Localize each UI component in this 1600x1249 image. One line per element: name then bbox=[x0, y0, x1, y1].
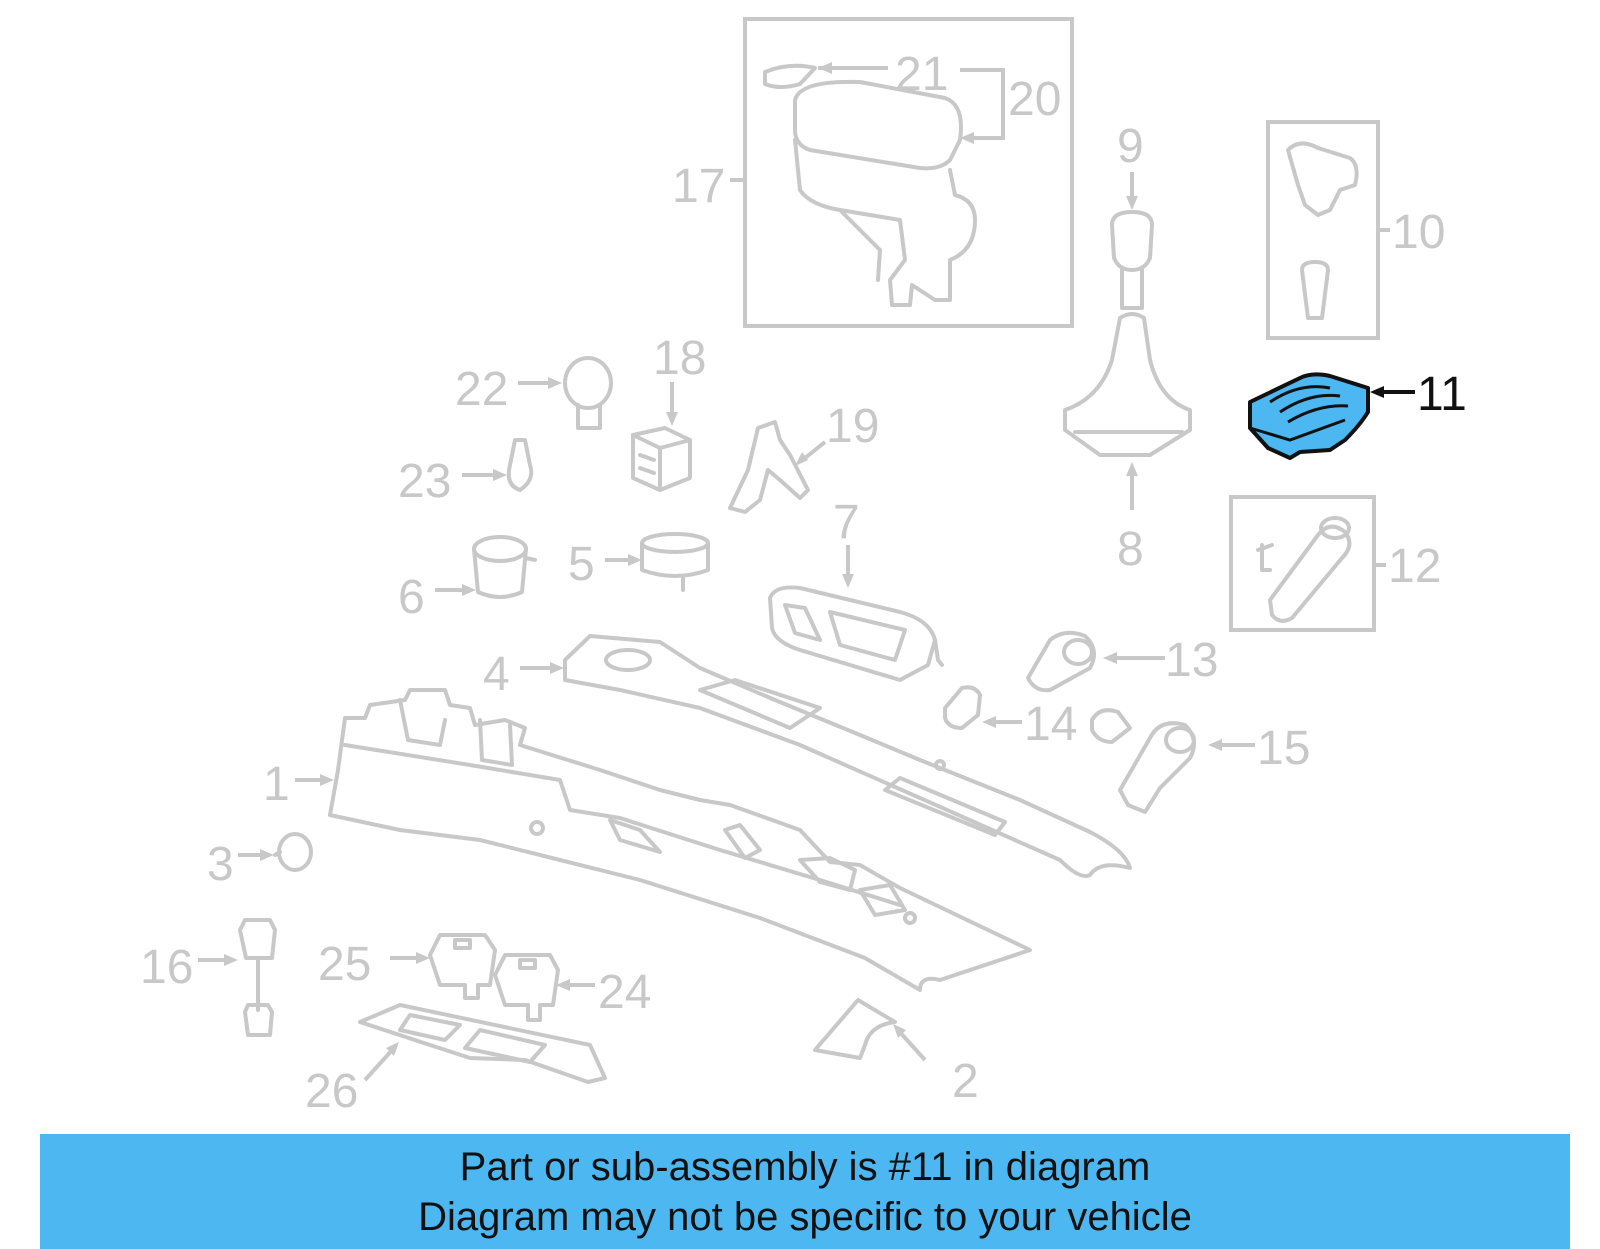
callout-3: 3 bbox=[207, 838, 234, 891]
callout-12: 12 bbox=[1388, 540, 1441, 593]
callout-13: 13 bbox=[1165, 634, 1218, 687]
callout-21: 21 bbox=[895, 48, 948, 101]
callout-19: 19 bbox=[826, 400, 879, 453]
callout-10: 10 bbox=[1392, 206, 1445, 259]
callout-7: 7 bbox=[833, 496, 860, 549]
cup-holder-5-part bbox=[640, 532, 710, 592]
switch-panel-26-part bbox=[358, 1003, 607, 1084]
callout-24: 24 bbox=[598, 966, 651, 1019]
callout-20: 20 bbox=[1008, 73, 1061, 126]
callout-17: 17 bbox=[672, 160, 725, 213]
switch-18-part bbox=[631, 426, 692, 492]
bracket-19-part bbox=[728, 420, 810, 514]
callout-11: 11 bbox=[1417, 368, 1467, 421]
console-trim-4-part bbox=[563, 634, 1132, 878]
switch-24-part bbox=[493, 953, 560, 1022]
armrest-lid-insert bbox=[763, 63, 817, 89]
banner-line-1: Part or sub-assembly is #11 in diagram bbox=[459, 1145, 1151, 1189]
center-console-1-part bbox=[328, 688, 1032, 992]
trim-piece-2-part bbox=[813, 998, 897, 1060]
knob-22-part bbox=[563, 356, 613, 430]
armrest-group-box bbox=[743, 17, 1074, 328]
callout-16: 16 bbox=[140, 941, 193, 994]
cup-holder-6-part bbox=[472, 535, 537, 599]
callout-14: 14 bbox=[1024, 698, 1077, 751]
shift-knob-part bbox=[1110, 210, 1154, 310]
lighter-socket-part bbox=[1256, 516, 1352, 623]
callout-22: 22 bbox=[455, 363, 508, 416]
banner-line-2: Diagram may not be specific to your vehi… bbox=[418, 1195, 1192, 1239]
armrest-part bbox=[763, 63, 977, 307]
clip-3-part bbox=[273, 832, 313, 872]
callout-25: 25 bbox=[318, 938, 371, 991]
callout-8: 8 bbox=[1117, 523, 1144, 576]
callout-4: 4 bbox=[483, 648, 510, 701]
lighter-element-13-part bbox=[1026, 630, 1096, 693]
cap-14-part bbox=[943, 685, 982, 730]
connector-16-part bbox=[238, 918, 277, 1037]
callout-18: 18 bbox=[653, 332, 706, 385]
callout-2: 2 bbox=[952, 1055, 979, 1108]
callout-6: 6 bbox=[398, 571, 425, 624]
shift-knob-kit-part bbox=[1286, 141, 1359, 320]
callout-26: 26 bbox=[305, 1065, 358, 1118]
cap-23-part bbox=[506, 438, 534, 492]
shift-boot-part bbox=[1063, 312, 1192, 457]
lighter-group-box bbox=[1229, 495, 1376, 632]
storage-tray-7-part bbox=[768, 585, 944, 682]
callout-15: 15 bbox=[1257, 722, 1310, 775]
shift-bezel-highlighted-part bbox=[1248, 372, 1370, 460]
info-banner: Part or sub-assembly is #11 in diagram D… bbox=[40, 1134, 1570, 1249]
callout-1: 1 bbox=[263, 758, 290, 811]
callout-9: 9 bbox=[1117, 120, 1144, 173]
power-socket-15-part bbox=[1090, 708, 1196, 814]
callout-23: 23 bbox=[398, 455, 451, 508]
callout-5: 5 bbox=[568, 538, 595, 591]
switch-25-part bbox=[428, 933, 497, 1000]
